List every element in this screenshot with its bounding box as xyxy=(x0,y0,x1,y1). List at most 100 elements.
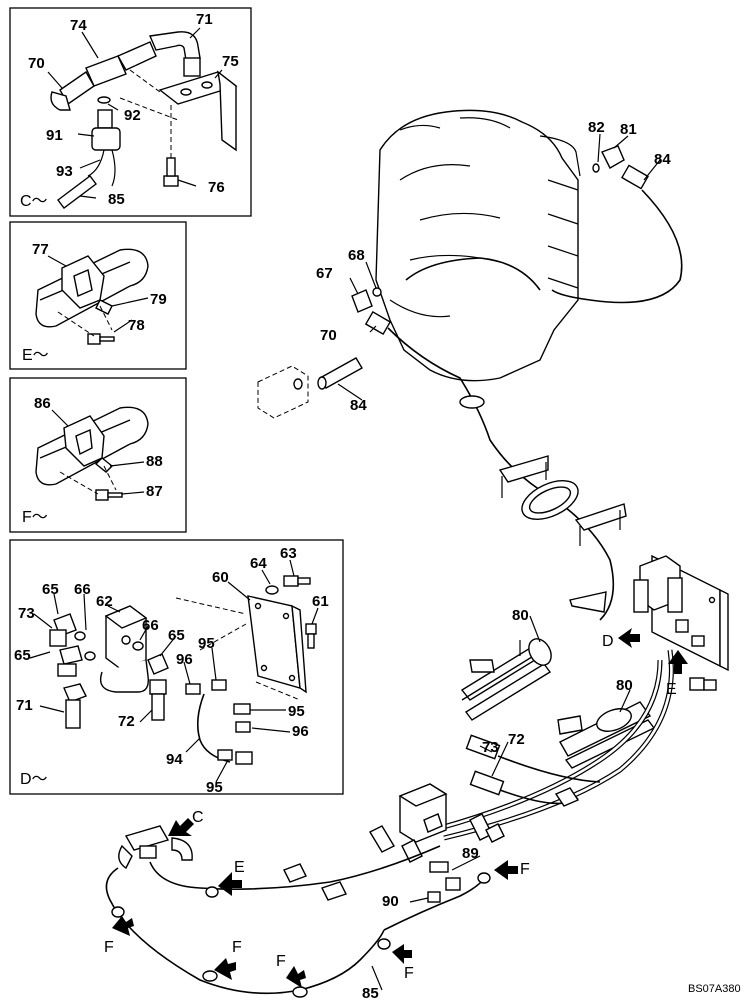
callout-68: 68 xyxy=(348,247,365,264)
callout-85: 85 xyxy=(108,191,125,208)
connector-89 xyxy=(445,877,461,891)
callout-74: 74 xyxy=(70,17,87,34)
inset-e: 77 79 78 E～ xyxy=(9,221,187,370)
port-hole xyxy=(293,378,303,390)
inset-f: 86 88 87 F～ xyxy=(9,377,187,533)
callout-95: 95 xyxy=(198,635,215,652)
callout-73: 73 xyxy=(18,605,35,622)
bolt-63 xyxy=(283,575,299,587)
tube-72 xyxy=(151,693,165,721)
view-label-c: C xyxy=(192,809,204,826)
callout-93: 93 xyxy=(56,163,73,180)
callout-85: 85 xyxy=(362,985,379,1000)
inset-e-label: E～ xyxy=(22,347,49,364)
bracket xyxy=(498,455,549,483)
inset-c-frame xyxy=(9,7,252,217)
arrow-e xyxy=(218,872,242,896)
connector xyxy=(675,619,689,633)
elbow-65 xyxy=(147,653,169,675)
callout-75: 75 xyxy=(222,53,239,70)
o-ring-66 xyxy=(132,641,144,651)
bolt-76-shank xyxy=(166,157,176,177)
inset-f-frame xyxy=(9,377,187,533)
bolt-96 xyxy=(185,683,201,695)
band xyxy=(205,886,219,898)
callout-91: 91 xyxy=(46,127,63,144)
bracket-legs xyxy=(501,462,547,498)
inset-f-label: F～ xyxy=(22,509,48,526)
view-label-e: E xyxy=(234,859,245,876)
clamp-80 xyxy=(528,638,552,666)
o-ring-66 xyxy=(84,651,96,661)
callout-87: 87 xyxy=(146,483,163,500)
bracket xyxy=(574,503,627,531)
band xyxy=(477,872,491,884)
valve-spools xyxy=(399,135,581,289)
elbow-71-end xyxy=(183,57,201,77)
callout-63: 63 xyxy=(280,545,297,562)
tape xyxy=(554,787,580,807)
arrow-d xyxy=(618,628,640,648)
connector xyxy=(691,635,705,647)
bolt-96 xyxy=(235,721,251,733)
harness-valve xyxy=(405,257,541,291)
port-outline xyxy=(257,365,309,419)
pressure-switch-91 xyxy=(91,127,121,151)
clamp-80 xyxy=(596,708,632,732)
fitting-72 xyxy=(469,770,505,796)
fitting-74 xyxy=(117,41,157,71)
nut xyxy=(149,679,167,695)
view-label-d: D xyxy=(602,633,614,650)
fitting-70 xyxy=(364,310,392,336)
callout-89: 89 xyxy=(462,845,479,862)
view-label-f: F xyxy=(276,953,286,970)
bracket xyxy=(557,715,583,735)
band xyxy=(292,986,308,998)
assembly-guide xyxy=(119,69,179,158)
callout-70: 70 xyxy=(320,327,337,344)
clip-88-tab xyxy=(94,457,114,473)
assembly-guide xyxy=(59,465,117,495)
adapter-73 xyxy=(49,629,67,647)
callout-86: 86 xyxy=(34,395,51,412)
main-assembly: 82 81 84 68 67 70 84 80 80 73 72 89 90 8… xyxy=(104,109,729,1000)
connector-95 xyxy=(217,749,233,761)
assembly-guide xyxy=(175,597,301,701)
callout-71: 71 xyxy=(196,11,213,28)
callout-88: 88 xyxy=(146,453,163,470)
arrow-f xyxy=(214,958,236,980)
tape xyxy=(401,839,423,863)
inset-d-frame xyxy=(9,539,344,795)
callout-78: 78 xyxy=(128,317,145,334)
callout-84: 84 xyxy=(654,151,671,168)
plate-hole xyxy=(260,664,268,672)
connector xyxy=(689,677,705,691)
connector-95 xyxy=(233,703,251,715)
switch-wires xyxy=(87,149,116,187)
o-ring-92 xyxy=(97,96,111,104)
pipe xyxy=(464,663,552,721)
arrow-f xyxy=(494,860,518,880)
band xyxy=(111,906,125,918)
callout-96: 96 xyxy=(292,723,309,740)
clip-89 xyxy=(429,861,449,873)
hose-inner xyxy=(439,659,662,830)
bracket-hole xyxy=(201,81,213,89)
arrow-c xyxy=(168,818,194,836)
harness xyxy=(383,875,487,931)
bracket xyxy=(569,591,607,613)
bracket-75-side xyxy=(217,70,237,152)
view-label-f: F xyxy=(104,939,114,956)
fitting-84-end xyxy=(317,376,327,390)
bracket xyxy=(469,659,495,673)
callout-82: 82 xyxy=(588,119,605,136)
view-label-f: F xyxy=(520,861,530,878)
o-ring-68 xyxy=(372,287,382,297)
grommet-inner xyxy=(528,486,572,514)
callout-80: 80 xyxy=(512,607,529,624)
washer-64 xyxy=(265,585,279,595)
harness-85 xyxy=(105,867,385,995)
callout-60: 60 xyxy=(212,569,229,586)
switch xyxy=(633,579,649,613)
